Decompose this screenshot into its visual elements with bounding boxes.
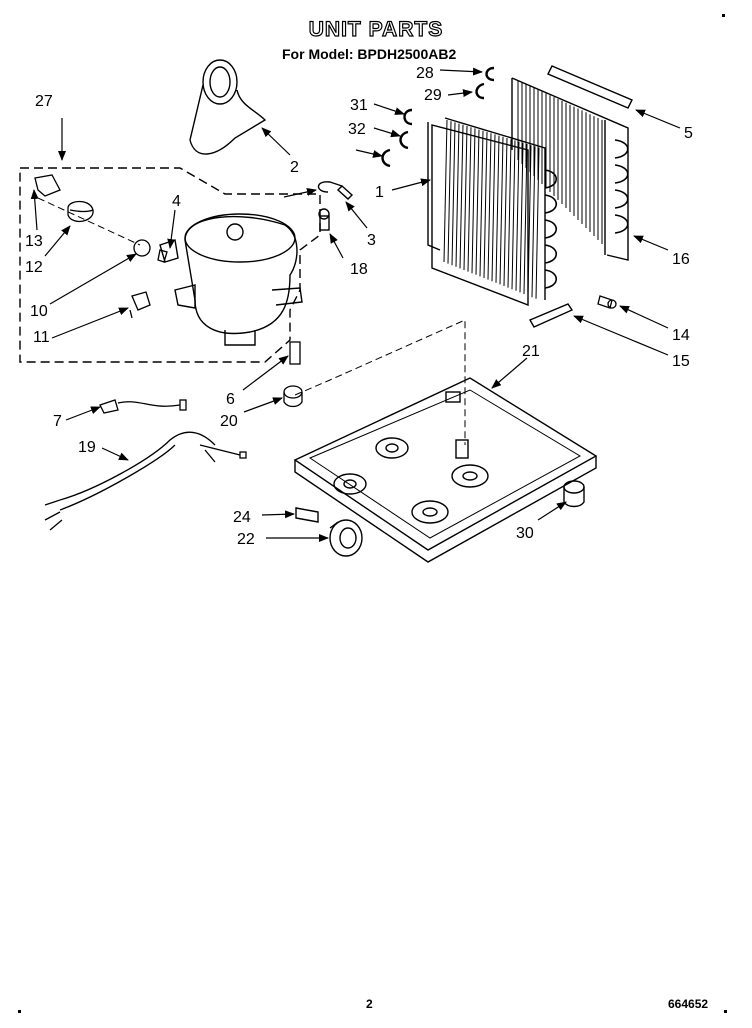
callout-label: 24: [233, 509, 251, 526]
condenser-coil: [427, 117, 546, 307]
callout-labels: 27 2 28 29 31 32 5 1 4 3 18 16 13 12 10 …: [25, 65, 693, 548]
tubing-parts: [317, 181, 354, 231]
coil-bends-front: [544, 169, 558, 289]
foam-strip: [529, 303, 574, 328]
callout-label: 13: [25, 233, 43, 250]
caster-wheel: [329, 519, 363, 557]
axle: [295, 507, 319, 523]
coil-bends-rear: [614, 139, 629, 234]
screw: [597, 295, 617, 309]
diagram-title: UNIT PARTS: [308, 17, 444, 41]
callout-label: 12: [25, 259, 43, 276]
document-code: 664652: [668, 997, 709, 1011]
compressor: [159, 213, 303, 346]
callout-label: 31: [350, 97, 368, 114]
callout-label: 27: [35, 93, 53, 110]
coil-fins-rear: (function(){ const g = document.currentS…: [517, 80, 603, 244]
callout-label: 29: [424, 87, 442, 104]
registration-mark: [724, 1010, 727, 1013]
page-number: 2: [366, 997, 373, 1011]
small-parts: [34, 174, 168, 319]
callout-label: 4: [172, 193, 181, 210]
registration-mark: [722, 14, 725, 17]
grommets: [283, 341, 303, 408]
callout-label: 7: [53, 413, 62, 430]
callout-label: 30: [516, 525, 534, 542]
callout-label: 11: [33, 329, 50, 346]
clips: [381, 66, 495, 168]
callout-label: 6: [226, 391, 235, 408]
callout-label: 28: [416, 65, 434, 82]
callout-label: 10: [30, 303, 48, 320]
callout-label: 14: [672, 327, 690, 344]
callout-label: 15: [672, 353, 690, 370]
callout-label: 20: [220, 413, 238, 430]
callout-label: 1: [375, 184, 384, 201]
callout-label: 22: [237, 531, 255, 548]
assembly-boundary: [19, 167, 321, 363]
registration-mark: [18, 1010, 21, 1013]
wiring: [44, 399, 247, 531]
base-pan: [293, 377, 598, 563]
callout-label: 16: [672, 251, 690, 268]
callout-label: 19: [78, 439, 96, 456]
callout-label: 5: [684, 125, 693, 142]
leader-arrows: [30, 67, 681, 542]
seal-strip: [547, 65, 633, 109]
model-subtitle: For Model: BPDH2500AB2: [282, 46, 457, 62]
callout-label: 18: [350, 261, 368, 278]
callout-label: 3: [367, 232, 376, 249]
callout-label: 32: [348, 121, 366, 138]
callout-label: 2: [290, 159, 299, 176]
duct-part: [189, 59, 267, 155]
coil-fins-front: (function(){ const g = document.currentS…: [443, 119, 540, 299]
evaporator-coil: [511, 77, 629, 261]
callout-label: 21: [522, 343, 540, 360]
